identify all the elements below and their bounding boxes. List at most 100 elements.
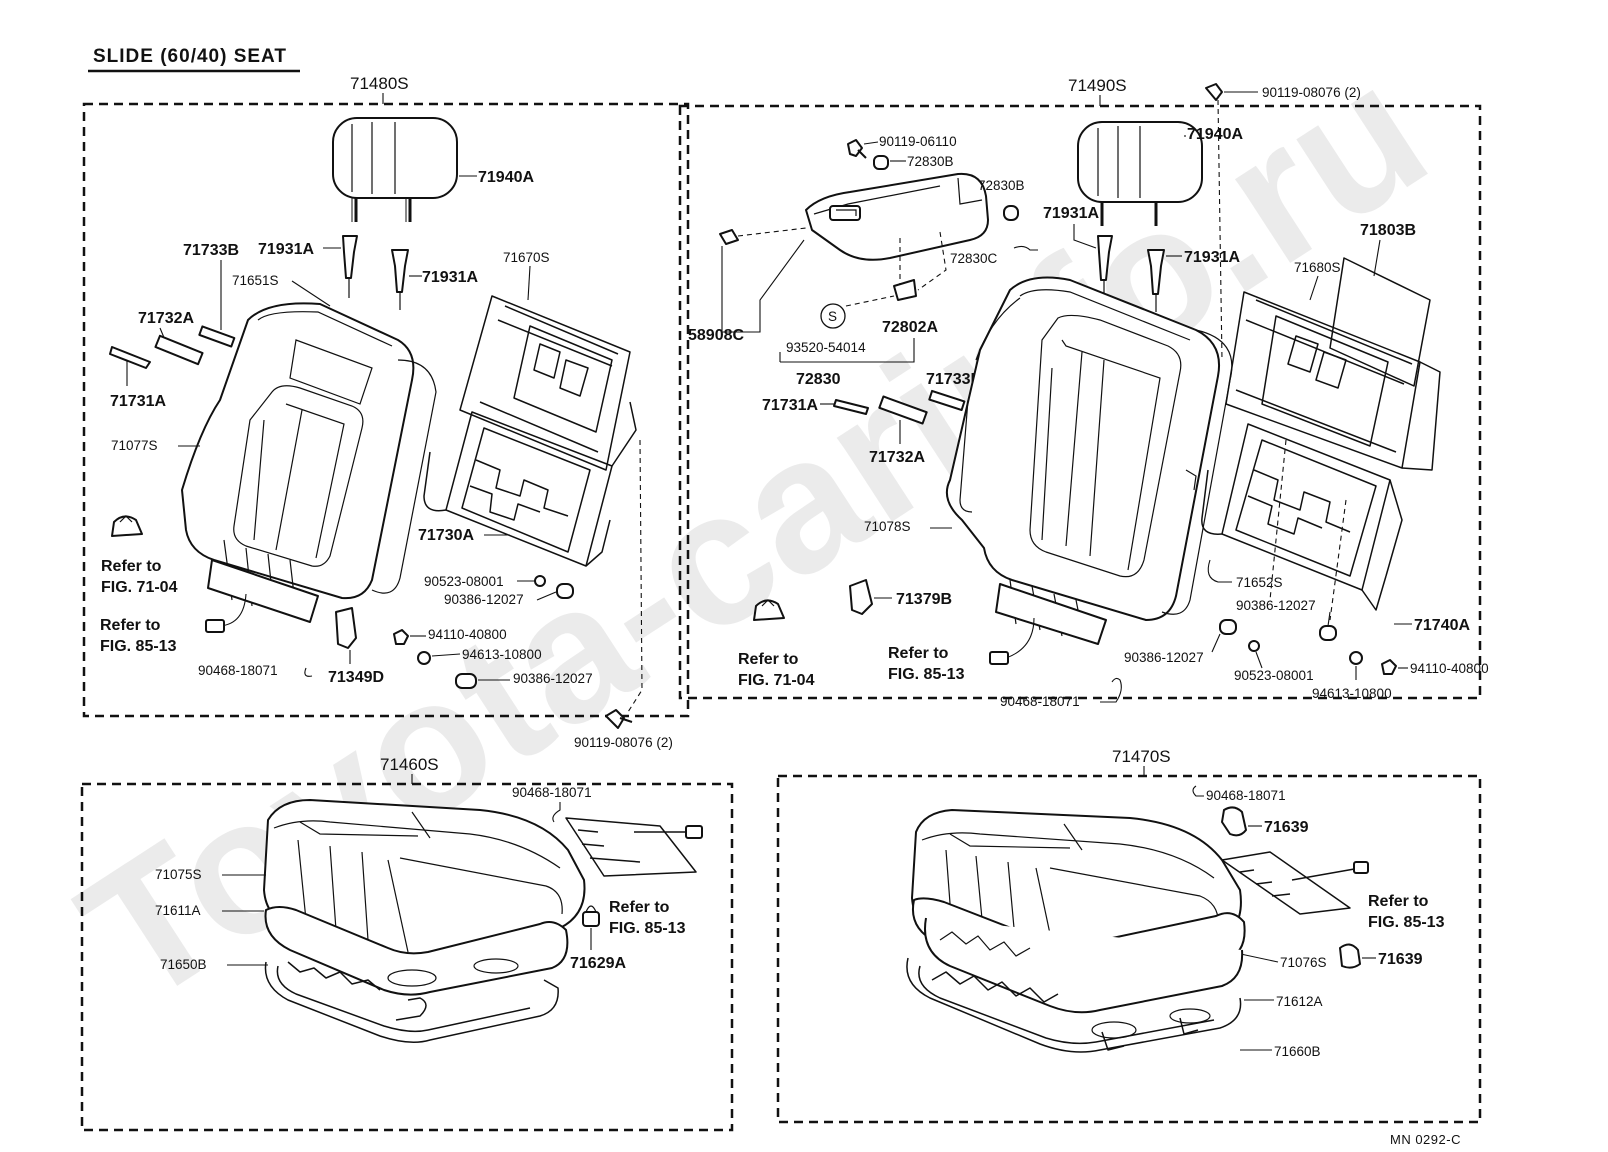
clip-71629A-left xyxy=(582,905,600,927)
clip-71733B-left xyxy=(198,325,236,348)
bolt-90119-left xyxy=(605,709,633,729)
ref-fig7104-right-b: FIG. 71-04 xyxy=(738,672,815,689)
washer-90523-left xyxy=(534,575,546,587)
clip-71732A-left xyxy=(154,334,204,366)
label-72830C: 72830C xyxy=(950,251,998,266)
seatback-frame-right xyxy=(1201,291,1441,611)
label-90468-left: 90468-18071 xyxy=(198,663,278,678)
label-71611A-left: 71611A xyxy=(155,903,201,918)
plate-right-cushion xyxy=(1221,851,1369,915)
label-71940A-right: 71940A xyxy=(1187,126,1243,143)
label-71650B-left: 71650B xyxy=(160,957,207,972)
label-71680S-right: 71680S xyxy=(1294,260,1341,275)
label-71931A-right-2: 71931A xyxy=(1184,249,1240,266)
label-71660B-right: 71660B xyxy=(1274,1044,1321,1059)
group-box-left-seatback xyxy=(82,102,690,718)
ref-fig8513-rc-a: Refer to xyxy=(1368,893,1429,910)
label-90119-left: 90119-08076 (2) xyxy=(574,735,673,750)
ref-fig8513-left-a: Refer to xyxy=(100,617,161,634)
clip-72830C xyxy=(1013,245,1038,251)
label-90386-left-a: 90386-12027 xyxy=(444,592,524,607)
ref-fig8513-left-b: FIG. 85-13 xyxy=(100,638,177,655)
label-71076S-right: 71076S xyxy=(1280,955,1327,970)
label-94613-left: 94613-10800 xyxy=(462,647,542,662)
label-90468-left-cushion: 90468-18071 xyxy=(512,785,592,800)
label-71078S-right: 71078S xyxy=(864,519,911,534)
cover-71379B xyxy=(849,579,873,615)
diagram-code: MN 0292-C xyxy=(1390,1132,1461,1147)
label-symbol-s: S xyxy=(828,309,837,324)
bushing-90386-left-b xyxy=(455,673,477,689)
label-72830B-right-1: 72830B xyxy=(907,154,954,169)
clip-71733B-right xyxy=(928,389,966,412)
label-90386-left-b: 90386-12027 xyxy=(513,671,593,686)
symbol-s xyxy=(820,303,846,329)
label-72802A: 72802A xyxy=(882,319,938,336)
group-left-cushion: 71460S 71075S 71611A 71650B xyxy=(80,755,734,1132)
label-94110-left: 94110-40800 xyxy=(428,627,507,642)
clip-71732A-right xyxy=(878,395,928,425)
group-box-right-cushion xyxy=(776,774,1482,1124)
label-71651S-left: 71651S xyxy=(232,273,279,288)
seatback-cover-right xyxy=(946,276,1233,645)
washer-94613-right xyxy=(1349,651,1363,665)
label-71612A-right: 71612A xyxy=(1276,994,1323,1009)
group-label-71470S: 71470S xyxy=(1112,747,1171,766)
frame-71660B-right xyxy=(906,957,1242,1053)
armrest-right xyxy=(805,172,989,261)
label-90386-right-b: 90386-12027 xyxy=(1124,650,1204,665)
label-71931A-left-2: 71931A xyxy=(422,269,478,286)
panel-71803B xyxy=(1329,257,1431,387)
grommet-71639-b xyxy=(1339,943,1361,969)
group-box-right-seatback xyxy=(678,104,1482,700)
bracket-72802A xyxy=(893,279,917,301)
label-71940A-left: 71940A xyxy=(478,169,534,186)
label-71803B: 71803B xyxy=(1360,222,1416,239)
clip-71731A-left xyxy=(109,346,151,369)
label-71931A-left-1: 71931A xyxy=(258,241,314,258)
group-box-left-cushion xyxy=(80,782,734,1132)
washer-90523-right xyxy=(1248,640,1260,652)
bushing-90386-right-a xyxy=(1219,619,1237,635)
clip-fig7104-left xyxy=(111,515,143,537)
label-71652S-right: 71652S xyxy=(1236,575,1283,590)
ref-fig7104-right-a: Refer to xyxy=(738,651,799,668)
cap-72830B-right-1 xyxy=(873,155,889,170)
label-58908C: 58908C xyxy=(688,327,744,344)
label-71349D-left: 71349D xyxy=(328,669,384,686)
headrest-left xyxy=(332,117,458,222)
washer-94613-left xyxy=(417,651,431,665)
label-71732A-right: 71732A xyxy=(869,449,925,466)
clip-71731A-right xyxy=(833,399,869,415)
label-72830: 72830 xyxy=(796,371,841,388)
nut-94110-right xyxy=(1381,659,1397,675)
label-71731A-left: 71731A xyxy=(110,393,166,410)
headrest-support-right-b xyxy=(1147,249,1165,312)
label-71639-b: 71639 xyxy=(1378,951,1423,968)
seatback-frame-left xyxy=(423,295,637,567)
nut-94110-left xyxy=(393,629,409,645)
label-94613-right: 94613-10800 xyxy=(1312,686,1392,701)
headrest-support-left-a xyxy=(342,235,358,298)
ref-fig7104-left-a: Refer to xyxy=(101,558,162,575)
label-71740A-right: 71740A xyxy=(1414,617,1470,634)
label-94110-right: 94110-40800 xyxy=(1410,661,1489,676)
label-71931A-right-1: 71931A xyxy=(1043,205,1099,222)
label-71730A-left: 71730A xyxy=(418,527,474,544)
label-71731A-right: 71731A xyxy=(762,397,818,414)
clip-fig7104-right xyxy=(753,599,785,621)
headrest-support-left-b xyxy=(391,249,409,310)
label-72830B-right-2: 72830B xyxy=(978,178,1025,193)
ref-fig8513-right-b: FIG. 85-13 xyxy=(888,666,965,683)
label-90386-right-a: 90386-12027 xyxy=(1236,598,1316,613)
label-90468-right: 90468-18071 xyxy=(1000,694,1080,709)
ref-fig8513-rc-b: FIG. 85-13 xyxy=(1368,914,1445,931)
label-90119-right-top: 90119-08076 (2) xyxy=(1262,85,1361,100)
ref-fig8513-lc-a: Refer to xyxy=(609,899,670,916)
headrest-right xyxy=(1077,121,1203,226)
label-71733B-right: 71733B xyxy=(926,371,982,388)
label-90523-right: 90523-08001 xyxy=(1234,668,1314,683)
bushing-90386-right-c xyxy=(1319,625,1337,641)
label-71075S-left: 71075S xyxy=(155,867,202,882)
